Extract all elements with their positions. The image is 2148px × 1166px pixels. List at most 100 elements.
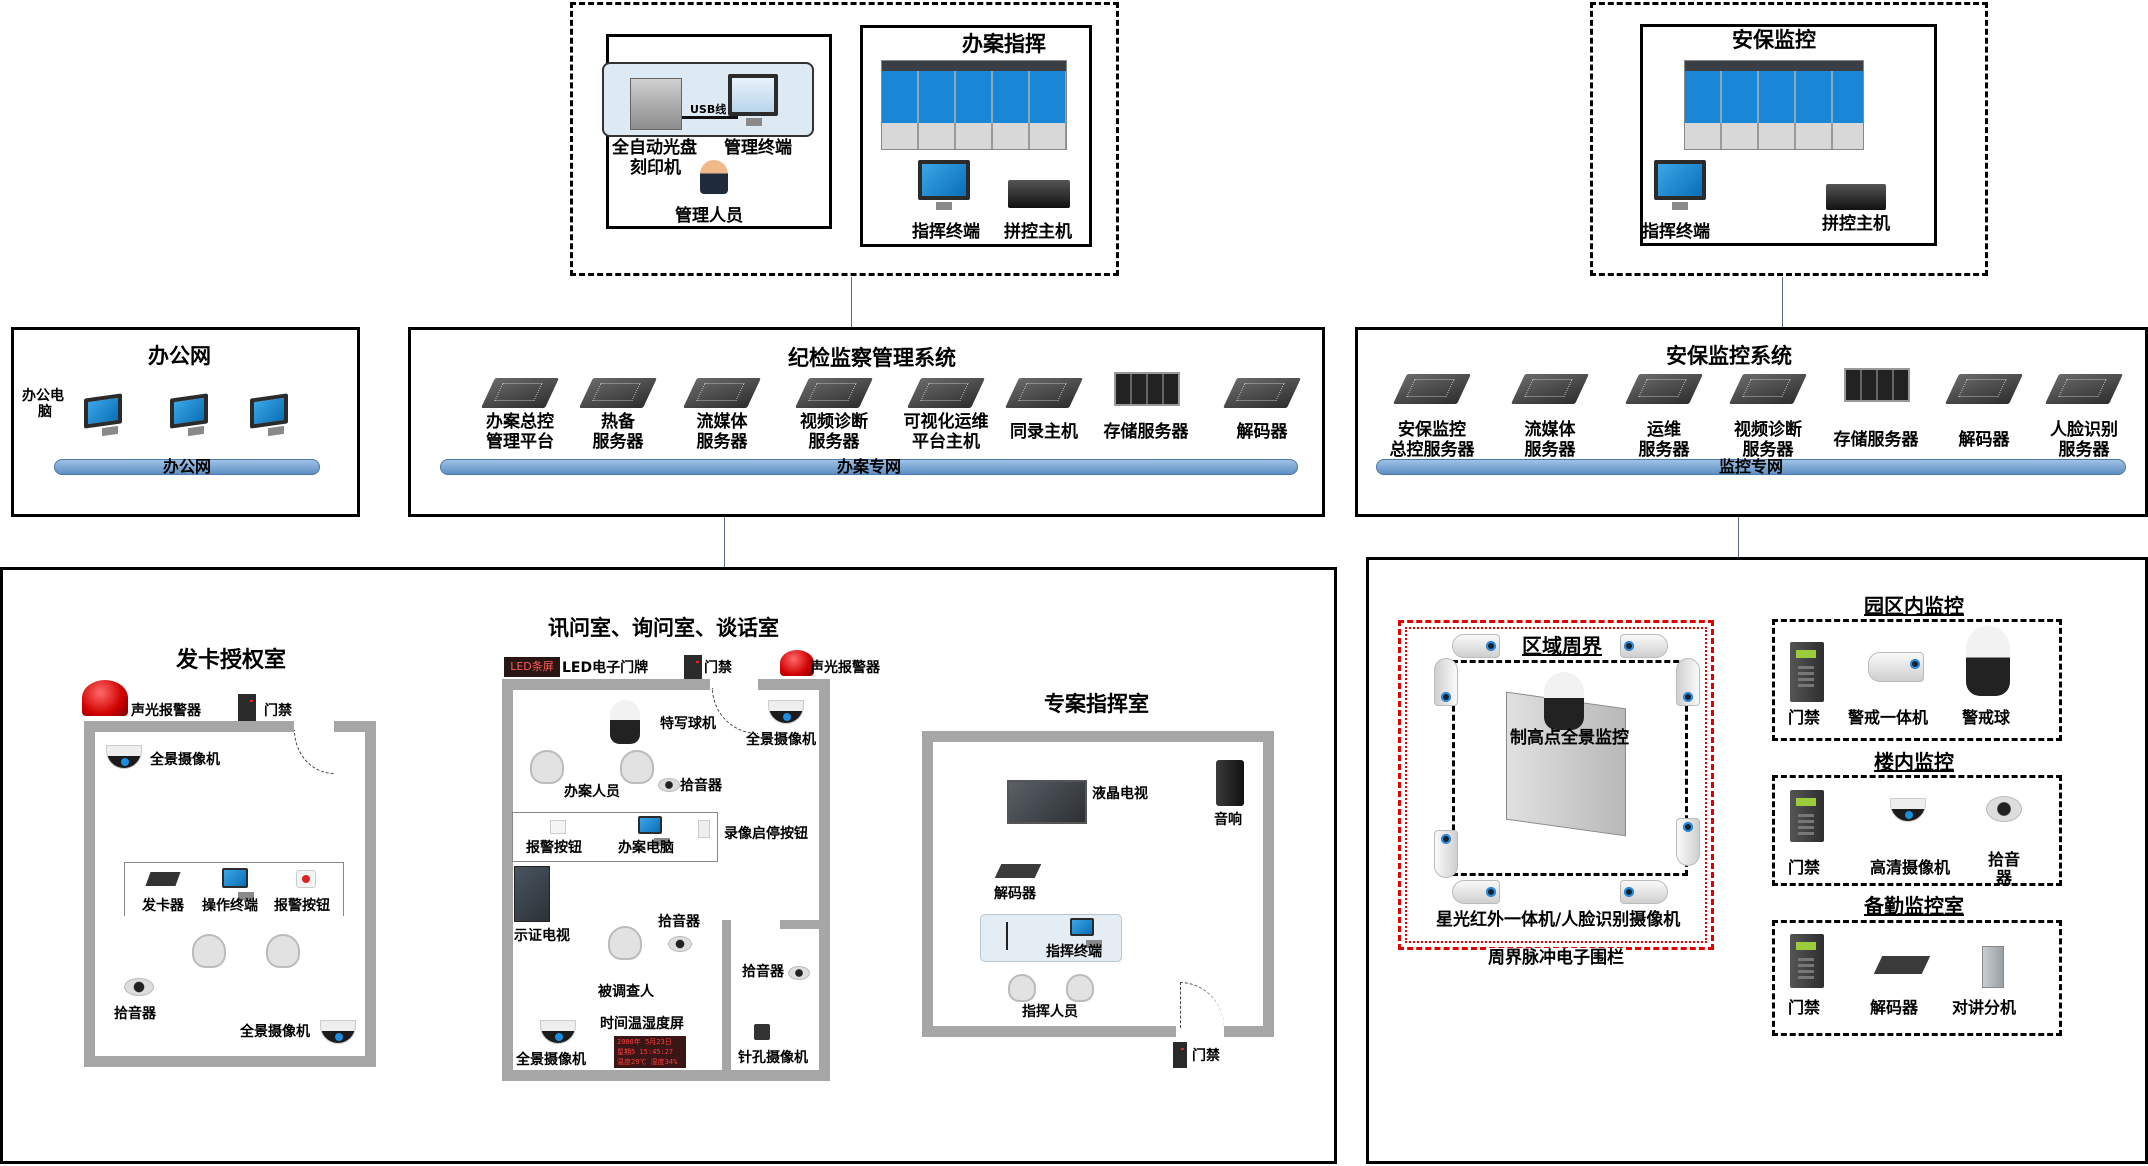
case-pipe-label: 办案专网 — [836, 457, 901, 476]
office-pc-label-line1: 办公电 — [22, 388, 64, 404]
building-monitor-group — [1772, 775, 2062, 886]
evidence-tv-label: 示证电视 — [514, 928, 570, 944]
command-chair-icon — [1008, 974, 1036, 1002]
device-label-line1: 视频诊断 — [1734, 420, 1802, 440]
perimeter-camera-label: 星光红外一体机/人脸识别摄像机 — [1436, 910, 1681, 930]
case-handling-group — [570, 2, 1119, 276]
clock-line-1: 2008年 5月23日 — [617, 1038, 672, 1046]
card-room-mic-icon — [124, 978, 154, 996]
command-decoder-icon — [994, 864, 1042, 878]
observation-room-wall — [722, 920, 731, 1070]
campus-item-2: 警戒一体机 — [1848, 708, 1929, 727]
link-case-to-discipline — [851, 277, 852, 327]
burner-label-line2: 刻印机 — [630, 158, 681, 178]
device-label-line1: 解码器 — [1958, 430, 2010, 450]
device-label-line1: 流媒体 — [696, 412, 748, 432]
card-room-door-gap — [294, 721, 334, 732]
command-room-access-label: 门禁 — [1192, 1048, 1220, 1064]
observation-mic-icon — [788, 966, 810, 980]
evidence-tv-icon — [514, 866, 550, 922]
card-room-alarm-icon — [82, 680, 128, 716]
close-up-ptz-camera-icon — [610, 700, 640, 744]
card-room-desk-item-3: 报警按钮 — [274, 898, 330, 914]
interrogation-door-gap — [710, 679, 758, 690]
device-label-line2: 服务器 — [2058, 440, 2110, 460]
management-terminal-icon — [728, 74, 778, 126]
disc-burner-icon — [630, 78, 682, 130]
card-room-floorplan — [84, 721, 376, 1067]
management-terminal-label: 管理终端 — [724, 138, 792, 158]
office-pc-icon — [170, 393, 208, 429]
center-monitor-label: 制高点全景监控 — [1510, 728, 1629, 748]
card-room-desk-item-1: 发卡器 — [142, 898, 184, 914]
device-label-line1: 运维 — [1647, 420, 1681, 440]
perimeter-camera-icon — [1676, 818, 1700, 866]
command-room-title: 专案指挥室 — [1044, 692, 1149, 716]
interrogation-alarm-icon — [780, 650, 814, 676]
link-security-to-system — [1782, 277, 1783, 327]
interrogation-alarm-button-icon — [550, 820, 566, 834]
perimeter-camera-icon — [1620, 880, 1668, 904]
interrogation-access-label: 门禁 — [704, 660, 732, 676]
link-discipline-to-rooms — [724, 517, 725, 567]
perimeter-camera-icon — [1620, 634, 1668, 658]
card-room-camera-top-label: 全景摄像机 — [150, 752, 220, 768]
card-room-chair-icon — [266, 934, 300, 968]
command-room-desk — [980, 914, 1122, 962]
duty-item-1: 门禁 — [1788, 998, 1821, 1017]
security-system-panel — [1355, 327, 2148, 517]
storage-server-icon — [1844, 368, 1910, 402]
interrogation-room-title: 讯问室、询问室、谈话室 — [548, 616, 779, 640]
discipline-system-title: 纪检监察管理系统 — [788, 346, 956, 370]
perimeter-camera-icon — [1452, 634, 1500, 658]
device-label-line1: 人脸识别 — [2050, 420, 2118, 440]
guard-ptz-icon — [1966, 626, 2010, 696]
led-screen-icon: LED条屏 — [504, 657, 560, 677]
device-label-line1: 热备 — [601, 412, 635, 432]
usb-label: USB线 — [690, 103, 727, 116]
card-room-desk-item-2: 操作终端 — [202, 898, 258, 914]
building-item-3-line1: 拾音 — [1988, 850, 2021, 869]
interrogation-mic-icon — [658, 778, 680, 792]
card-room-access-icon — [238, 694, 256, 724]
interrogation-desk-item-2: 办案电脑 — [618, 840, 674, 856]
office-network-title: 办公网 — [148, 344, 211, 368]
security-controller-icon — [1826, 184, 1886, 210]
campus-item-1: 门禁 — [1788, 708, 1821, 727]
device-label-line1: 解码器 — [1236, 422, 1288, 442]
card-room-alarm-label: 声光报警器 — [131, 703, 201, 719]
device-label-line1: 可视化运维 — [903, 412, 989, 432]
speaker-icon — [1216, 760, 1244, 806]
record-button-icon[interactable] — [698, 820, 710, 838]
interrogation-room-floorplan — [502, 679, 830, 1081]
command-chair-icon — [1066, 974, 1094, 1002]
device-label-line2: 总控服务器 — [1389, 440, 1475, 460]
office-pc-icon — [84, 393, 122, 429]
interrogation-camera-bottom-label: 全景摄像机 — [516, 1052, 586, 1068]
duty-access-icon — [1790, 934, 1824, 988]
pinhole-camera-icon — [754, 1024, 770, 1040]
security-areas-panel — [1366, 557, 2148, 1164]
operation-terminal-icon — [222, 868, 254, 900]
interrogation-alarm-label: 声光报警器 — [810, 660, 880, 676]
fence-label: 周界脉冲电子围栏 — [1488, 948, 1624, 968]
observation-room-wall-top — [780, 920, 820, 929]
staff-chair-icon — [530, 750, 564, 784]
clock-screen-label: 时间温湿度屏 — [600, 1016, 684, 1032]
subject-chair-icon — [608, 926, 642, 960]
perimeter-camera-icon — [1676, 658, 1700, 706]
duty-decoder-icon — [1873, 956, 1931, 974]
card-room-desk — [124, 862, 344, 916]
security-controller-label: 拼控主机 — [1822, 214, 1890, 234]
security-title: 安保监控 — [1732, 28, 1816, 52]
command-room-terminal-icon — [1070, 918, 1102, 948]
security-terminal-label: 指挥终端 — [1642, 222, 1710, 242]
perimeter-camera-icon — [1434, 658, 1458, 706]
duty-item-2: 解码器 — [1870, 998, 1919, 1017]
speaker-label: 音响 — [1214, 812, 1242, 828]
interrogation-desk-item-1: 报警按钮 — [526, 840, 582, 856]
device-label-line2: 服务器 — [592, 432, 644, 452]
security-system-title: 安保监控系统 — [1666, 344, 1792, 368]
command-terminal-label: 指挥终端 — [912, 222, 980, 242]
campus-access-icon — [1790, 642, 1824, 702]
